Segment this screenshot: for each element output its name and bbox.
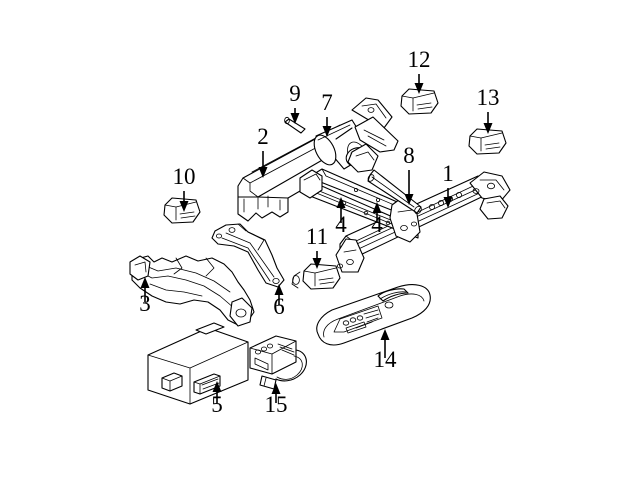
part-torsion-drive-rod bbox=[367, 169, 422, 215]
part-seat-side-trim-panel-with-switch bbox=[316, 284, 431, 346]
callout-4-front[interactable]: 4 bbox=[335, 197, 347, 237]
callout-label-4b: 4 bbox=[371, 212, 383, 237]
callout-label-9: 9 bbox=[289, 81, 301, 106]
part-track-cover-cap-front-right bbox=[400, 88, 439, 115]
callout-9[interactable]: 9 bbox=[289, 81, 301, 124]
callout-label-13: 13 bbox=[477, 85, 500, 110]
callout-label-3: 3 bbox=[139, 291, 151, 316]
callout-15[interactable]: 15 bbox=[265, 383, 288, 417]
callout-5[interactable]: 5 bbox=[211, 381, 223, 417]
callout-label-14: 14 bbox=[374, 347, 398, 372]
callout-label-12: 12 bbox=[408, 47, 431, 72]
callout-10[interactable]: 10 bbox=[173, 164, 196, 212]
part-drive-cable-pin bbox=[284, 116, 306, 134]
callout-11[interactable]: 11 bbox=[306, 224, 328, 269]
part-crossmember-end-bracket bbox=[299, 169, 323, 199]
part-motor-mount-bracket bbox=[347, 97, 399, 173]
part-track-cover-cap-front-left bbox=[163, 197, 201, 224]
callout-3[interactable]: 3 bbox=[139, 277, 151, 316]
callout-label-15: 15 bbox=[265, 392, 288, 417]
callout-label-11: 11 bbox=[306, 224, 328, 249]
part-seat-frame-pan bbox=[129, 255, 255, 327]
callout-7[interactable]: 7 bbox=[321, 90, 333, 137]
part-seat-control-module bbox=[147, 322, 249, 405]
callout-label-5: 5 bbox=[211, 392, 223, 417]
callout-label-2: 2 bbox=[257, 124, 269, 149]
callout-12[interactable]: 12 bbox=[408, 47, 431, 94]
callout-14[interactable]: 14 bbox=[374, 329, 398, 372]
part-seat-support-brace bbox=[211, 223, 285, 288]
callout-label-10: 10 bbox=[173, 164, 196, 189]
part-seat-switch-wire-harness bbox=[249, 335, 307, 390]
callout-label-4a: 4 bbox=[335, 212, 347, 237]
callout-label-8: 8 bbox=[403, 143, 415, 168]
callout-6[interactable]: 6 bbox=[273, 284, 285, 319]
part-track-cover-cap-rear-left bbox=[302, 263, 341, 290]
callout-group: 1 2 3 4 4 bbox=[139, 47, 499, 417]
callout-8[interactable]: 8 bbox=[403, 143, 415, 205]
callout-13[interactable]: 13 bbox=[477, 85, 500, 134]
callout-1[interactable]: 1 bbox=[442, 161, 454, 208]
callout-label-7: 7 bbox=[321, 90, 333, 115]
callout-label-1: 1 bbox=[442, 161, 454, 186]
part-lower-left-mount-fitting bbox=[291, 271, 301, 289]
callout-4-rear[interactable]: 4 bbox=[371, 202, 383, 237]
part-track-cover-cap-rear-right bbox=[468, 128, 507, 155]
callout-label-6: 6 bbox=[273, 294, 285, 319]
callout-2[interactable]: 2 bbox=[257, 124, 269, 178]
